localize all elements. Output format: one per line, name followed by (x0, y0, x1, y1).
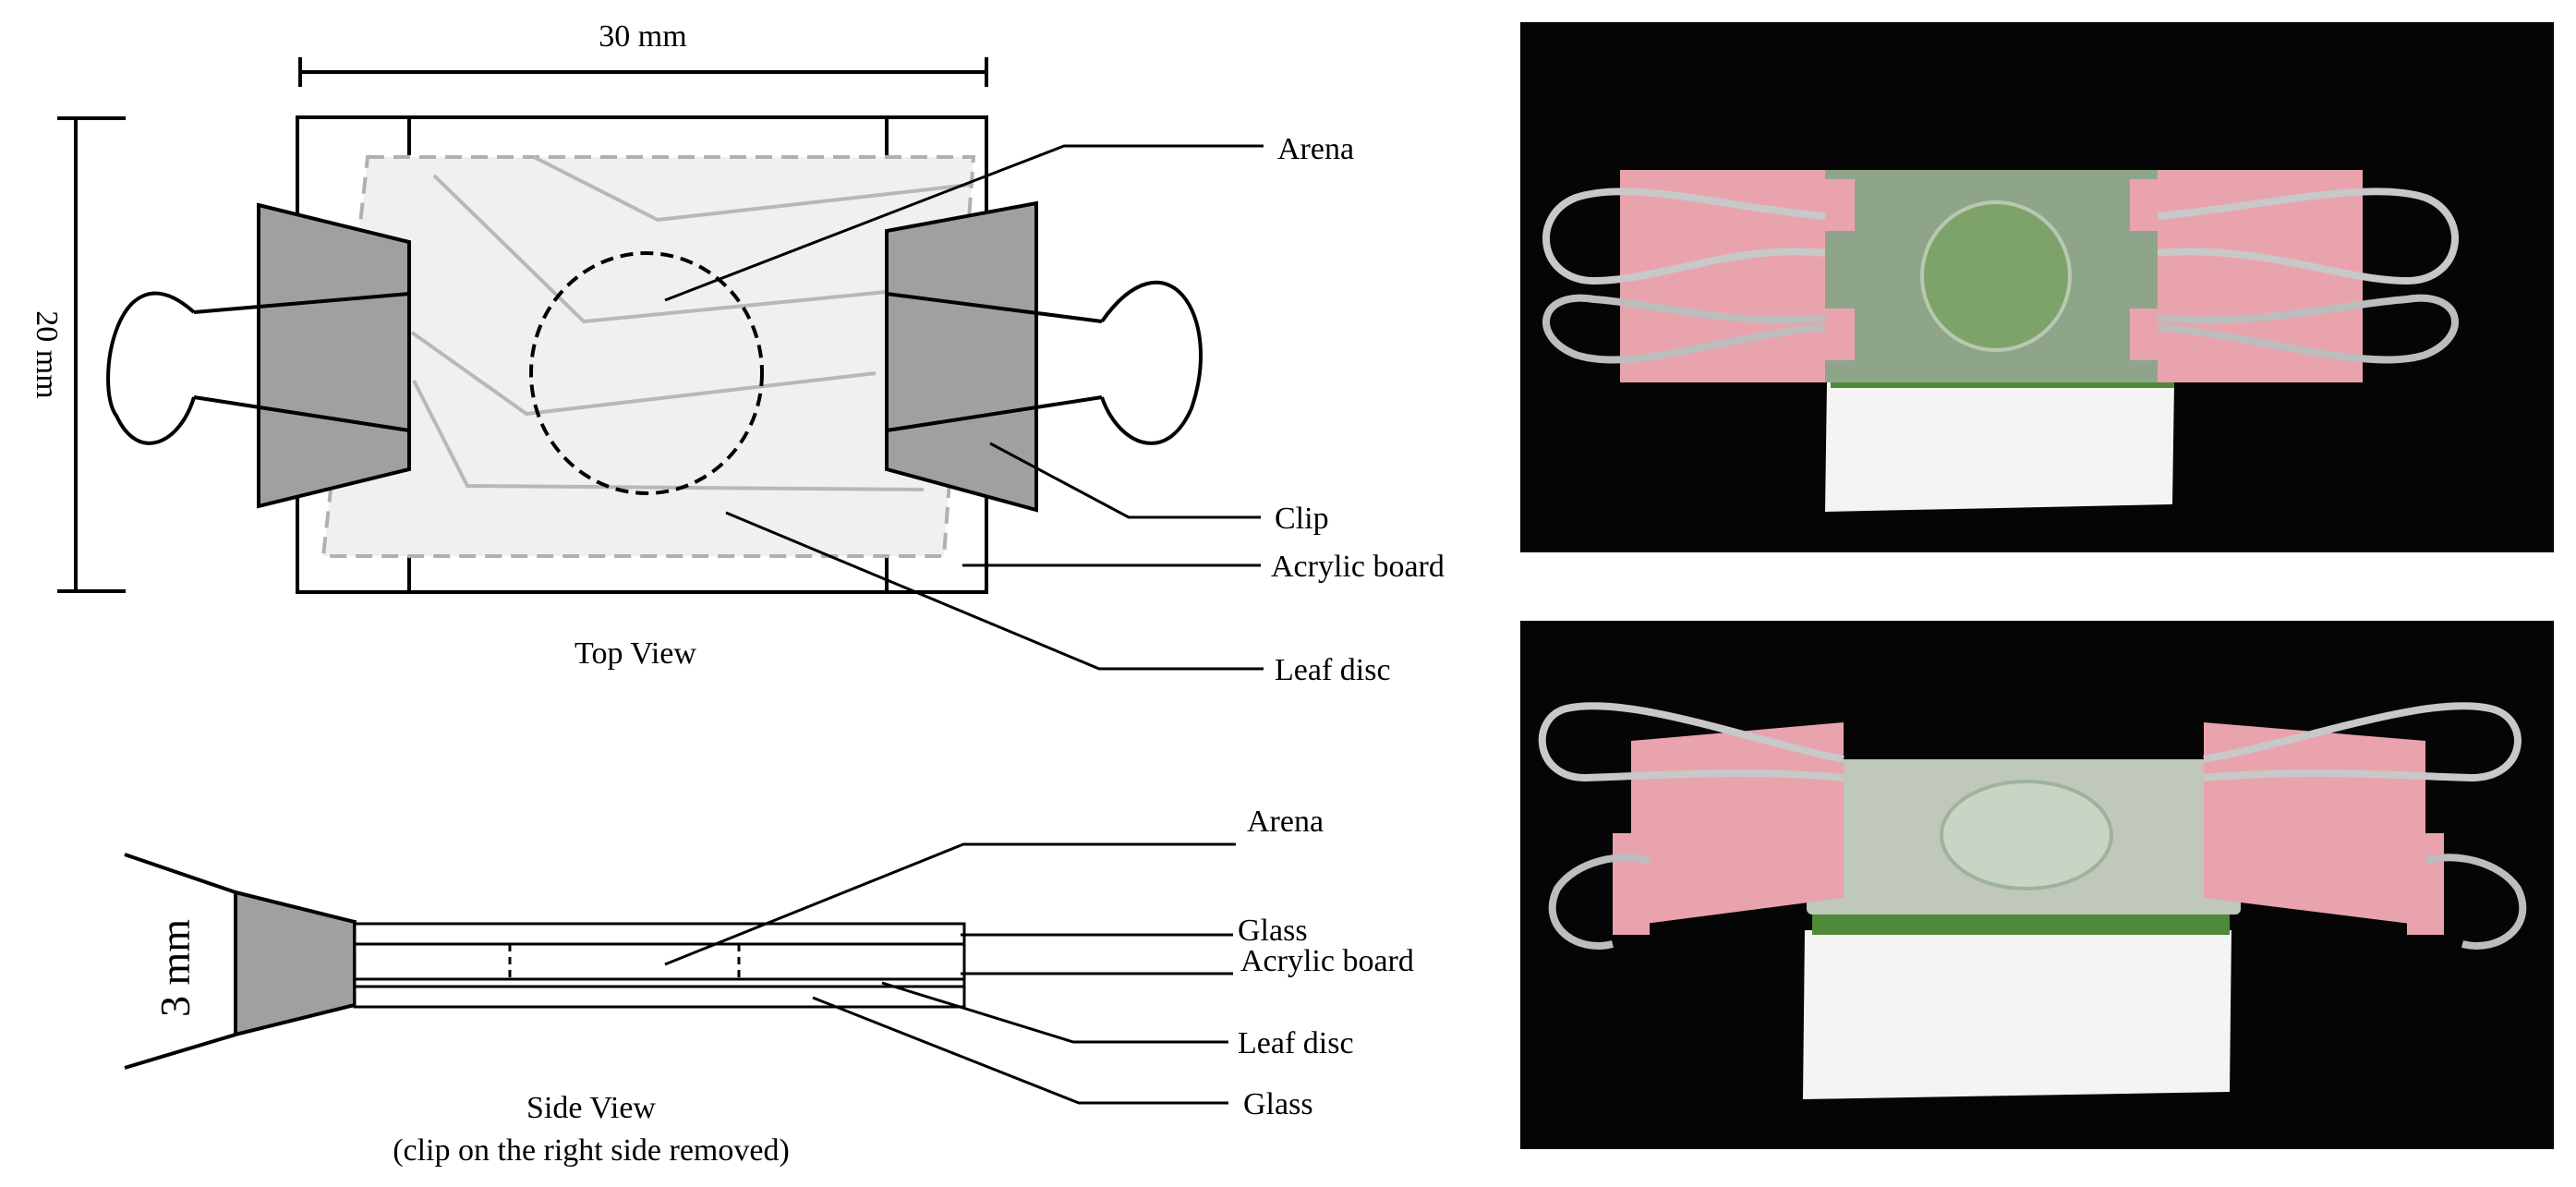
leaf-arena (1940, 780, 2113, 890)
side-arena-leader (664, 842, 1236, 966)
height-label: 20 mm (30, 310, 64, 398)
leaf-disc-leader (725, 511, 1264, 671)
height-dimension: 20 mm (30, 116, 126, 593)
side-view-caption-line1: Side View (526, 1091, 656, 1125)
glass-bottom-layer (353, 985, 966, 1009)
label-clip: Clip (1275, 502, 1329, 536)
photo-top-illustration (1520, 22, 2554, 552)
side-label-glass-bottom: Glass (1243, 1087, 1313, 1121)
left-binder-clip (1542, 170, 1855, 382)
label-acrylic-board: Acrylic board (1271, 550, 1445, 584)
side-view-caption-line2: (clip on the right side removed) (393, 1133, 790, 1168)
side-view: 3 mm Arena Glass Acrylic board Leaf disc… (124, 805, 1414, 1168)
top-view-caption: Top View (574, 636, 696, 671)
side-glass-bottom-leader (812, 996, 1228, 1105)
width-dimension: 30 mm (298, 19, 988, 87)
arena-leader (664, 144, 1264, 302)
right-binder-clip (2203, 702, 2527, 950)
leaf-arena (1920, 200, 2072, 352)
side-label-leaf-disc: Leaf disc (1238, 1026, 1354, 1060)
label-arena: Arena (1277, 132, 1354, 166)
top-leader-lines (664, 144, 1264, 671)
side-label-acrylic-board: Acrylic board (1240, 944, 1414, 978)
top-view: 30 mm 20 mm (30, 19, 1445, 687)
left-binder-clip (1538, 702, 1844, 950)
paper-towel (1825, 382, 2174, 512)
photo-side-view (1520, 621, 2554, 1149)
leaf-veins (410, 155, 971, 491)
side-leader-lines (664, 842, 1236, 1105)
width-label: 30 mm (599, 19, 686, 54)
right-clip (885, 200, 1203, 513)
side-leaf-disc-leader (881, 981, 1228, 1044)
label-leaf-disc: Leaf disc (1275, 653, 1391, 687)
glass-top-layer (353, 922, 966, 946)
clip-leader (989, 442, 1261, 519)
layer-stack (353, 922, 966, 1009)
side-label-arena: Arena (1247, 805, 1324, 839)
photo-side-illustration (1520, 621, 2554, 1149)
left-clip (106, 202, 411, 509)
arena-circle (529, 251, 764, 495)
thickness-label: 3 mm (151, 919, 199, 1017)
side-label-glass-top: Glass (1238, 914, 1308, 948)
acrylic-board-layer (353, 942, 966, 981)
photo-top-view (1520, 22, 2554, 552)
paper-towel (1803, 930, 2231, 1099)
right-binder-clip (2130, 170, 2459, 382)
schematic-diagram: 30 mm 20 mm (30, 19, 1445, 1168)
